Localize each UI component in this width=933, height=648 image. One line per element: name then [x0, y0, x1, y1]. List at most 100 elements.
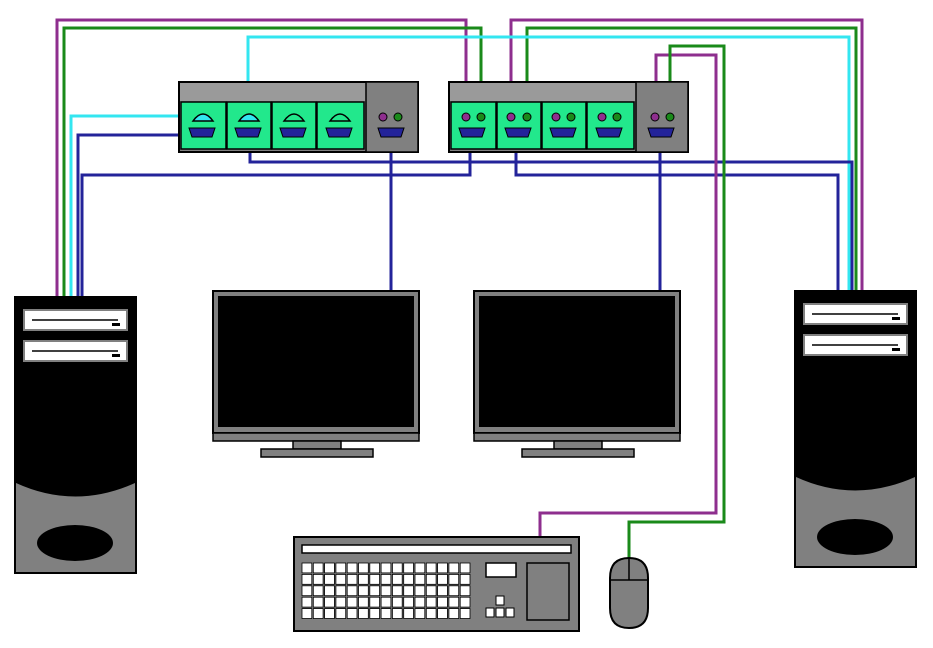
- ps2-port-icon: [650, 112, 660, 122]
- keyboard-key: [301, 608, 313, 619]
- keyboard-key: [391, 574, 403, 585]
- keyboard-key: [301, 574, 313, 585]
- cable-left-pc-blue-b: [80, 140, 472, 298]
- keyboard-key: [380, 596, 392, 608]
- ps2-port-icon: [378, 112, 388, 122]
- keyboard-key: [448, 562, 460, 574]
- usb-port-icon: [237, 113, 261, 122]
- kvm-left-console-port: [365, 81, 419, 153]
- keyboard-key: [358, 596, 369, 608]
- keyboard-key: [358, 585, 369, 597]
- keyboard-key: [414, 608, 426, 619]
- keyboard-key: [380, 562, 392, 574]
- keyboard-key: [425, 585, 437, 597]
- kvm-right-console-port: [635, 81, 689, 153]
- keyboard-key: [346, 608, 358, 619]
- ps2-port-icon: [597, 112, 607, 122]
- keyboard-key: [358, 562, 369, 574]
- cable-right-pc-green: [525, 26, 858, 292]
- ps2-port-icon: [566, 112, 576, 122]
- monitor-screen: [218, 296, 414, 427]
- kvm-left-port-4: [316, 101, 365, 150]
- keyboard-key: [301, 562, 313, 574]
- vga-port-icon: [504, 127, 532, 138]
- vga-port-icon: [377, 127, 405, 138]
- kvm-right-port-4: [586, 101, 635, 150]
- keyboard-key: [414, 585, 426, 597]
- keyboard-key: [324, 608, 335, 619]
- keyboard-arrow-keys: [485, 595, 515, 618]
- keyboard-key: [391, 596, 403, 608]
- keyboard-key: [448, 608, 460, 619]
- kvm-left-port-3: [271, 101, 317, 150]
- vga-port-icon: [595, 127, 623, 138]
- keyboard-key: [437, 562, 448, 574]
- monitor-right: [473, 290, 681, 458]
- computer-left: [14, 296, 137, 574]
- cable-left-pc-purple: [55, 18, 468, 298]
- keyboard-key: [358, 608, 369, 619]
- ps2-port-icon: [476, 112, 486, 122]
- keyboard-numpad: [526, 562, 570, 621]
- keyboard-key: [312, 596, 324, 608]
- keyboard-key: [403, 585, 414, 597]
- keyboard-key: [369, 574, 380, 585]
- usb-port-icon: [191, 113, 215, 122]
- keyboard: [293, 536, 580, 632]
- computer-right: [794, 290, 917, 568]
- keyboard-top-strip: [301, 544, 572, 554]
- keyboard-key: [346, 562, 358, 574]
- keyboard-key: [459, 585, 471, 597]
- tower-vent: [37, 525, 113, 561]
- keyboard-key: [358, 574, 369, 585]
- ps2-port-icon: [522, 112, 532, 122]
- kvm-right-port-2: [496, 101, 542, 150]
- keyboard-key: [403, 574, 414, 585]
- keyboard-key: [380, 585, 392, 597]
- keyboard-key: [425, 574, 437, 585]
- kvm-right-port-3: [541, 101, 587, 150]
- monitor-screen: [479, 296, 675, 427]
- keyboard-key: [414, 596, 426, 608]
- keyboard-key: [391, 585, 403, 597]
- cable-left-pc-green: [62, 26, 483, 298]
- usb-port-icon: [282, 113, 306, 122]
- cable-left-pc-cyan: [69, 114, 203, 298]
- ps2-port-icon: [551, 112, 561, 122]
- keyboard-key: [391, 608, 403, 619]
- keyboard-key: [346, 596, 358, 608]
- keyboard-key: [312, 608, 324, 619]
- keyboard-key: [380, 574, 392, 585]
- keyboard-key: [459, 608, 471, 619]
- keyboard-small-key: [485, 562, 517, 578]
- cable-left-pc-blue-a: [76, 133, 202, 298]
- tower-vent: [817, 519, 893, 555]
- keyboard-key: [448, 585, 460, 597]
- vga-port-icon: [549, 127, 577, 138]
- kvm-right-port-1: [450, 101, 497, 150]
- keyboard-key: [335, 574, 347, 585]
- kvm-switch-right: [448, 81, 689, 153]
- cable-mouse: [627, 44, 726, 560]
- keyboard-key: [437, 574, 448, 585]
- keyboard-key: [391, 562, 403, 574]
- keyboard-key: [437, 608, 448, 619]
- ps2-port-icon: [461, 112, 471, 122]
- keyboard-key: [301, 596, 313, 608]
- keyboard-key: [448, 596, 460, 608]
- kvm-left-port-2: [226, 101, 272, 150]
- keyboard-key: [437, 596, 448, 608]
- keyboard-key: [369, 608, 380, 619]
- keyboard-key: [425, 608, 437, 619]
- keyboard-key: [324, 585, 335, 597]
- vga-port-icon: [188, 127, 216, 138]
- keyboard-key: [403, 608, 414, 619]
- keyboard-key: [324, 574, 335, 585]
- usb-port-icon: [328, 113, 352, 122]
- vga-port-icon: [234, 127, 262, 138]
- keyboard-key: [312, 562, 324, 574]
- keyboard-key: [324, 562, 335, 574]
- ps2-port-icon: [612, 112, 622, 122]
- ps2-port-icon: [665, 112, 675, 122]
